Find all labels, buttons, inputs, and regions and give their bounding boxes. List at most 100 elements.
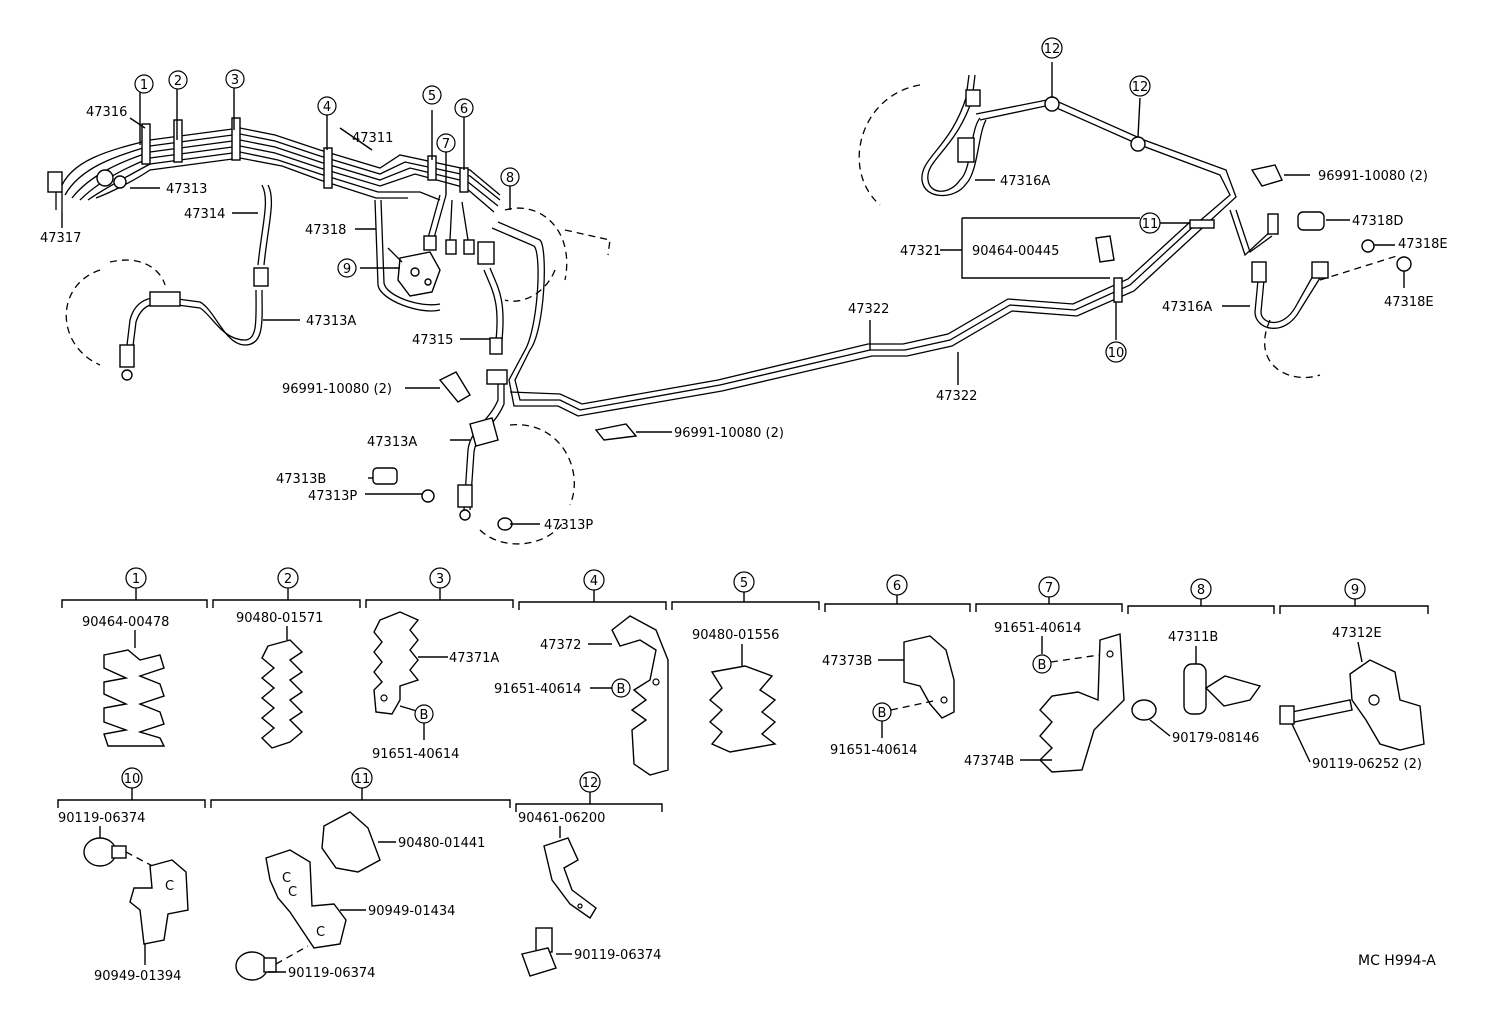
label-47313A-mid: 47313A — [367, 435, 417, 450]
master-cylinder-outline — [504, 207, 611, 302]
part-90464-00478: 90464-00478 — [82, 615, 169, 630]
detail-callouts: 1 2 3 4 5 6 7 8 9 10 11 12 — [121, 567, 1366, 793]
detail-10-parts: 90119-06374 C 90949-01394 — [58, 811, 189, 984]
proportioning-valve-assembly — [387, 241, 495, 297]
detail-callout-11: 11 — [351, 767, 373, 789]
label-47313: 47313 — [166, 182, 207, 197]
clamp-3 — [231, 117, 241, 161]
leader-lines — [61, 62, 1405, 525]
detail-callout-3: 3 — [429, 567, 451, 589]
part-47373B: 47373B — [822, 654, 872, 669]
part-91651-40614-4: 91651-40614 — [494, 682, 581, 697]
bracket-c-mark-1: C — [282, 871, 291, 886]
part-91651-40614-6: 91651-40614 — [830, 743, 917, 758]
callout-5: 5 — [422, 85, 442, 105]
svg-text:3: 3 — [436, 572, 444, 587]
label-47313B: 47313B — [276, 472, 326, 487]
callout-3: 3 — [225, 69, 245, 89]
label-47321: 47321 — [900, 244, 941, 259]
svg-text:8: 8 — [506, 171, 514, 186]
bracket-c-mark: C — [165, 879, 174, 894]
detail-callout-6: 6 — [886, 574, 908, 596]
detail-5-clamp: 90480-01556 — [692, 628, 779, 753]
detail-callout-4: 4 — [583, 569, 605, 591]
detail-3-clamp: 47371A B 91651-40614 — [372, 611, 499, 762]
svg-text:11: 11 — [354, 772, 371, 787]
clamp-12-b — [1130, 136, 1146, 152]
part-90480-01571: 90480-01571 — [236, 611, 323, 626]
svg-text:9: 9 — [1351, 583, 1359, 598]
part-90119-06374-10: 90119-06374 — [58, 811, 145, 826]
callout-9: 9 — [337, 258, 357, 278]
clamp-6 — [459, 167, 469, 193]
svg-text:12: 12 — [582, 776, 599, 791]
detail-11-parts: 90480-01441 C C C 90949-01434 90119-0637… — [235, 811, 485, 981]
svg-text:5: 5 — [428, 89, 436, 104]
bracket-c-mark-2: C — [288, 885, 297, 900]
clip-left — [438, 371, 471, 403]
clamp-12-a — [1044, 96, 1060, 112]
detail-4-bracket: 47372 91651-40614 B — [494, 615, 669, 776]
part-90480-01556: 90480-01556 — [692, 628, 779, 643]
svg-text:12: 12 — [1044, 42, 1061, 57]
detail-1-clamp: 90464-00478 — [82, 615, 169, 747]
callout-6: 6 — [454, 98, 474, 118]
tube-47315 — [483, 267, 504, 355]
clips-main — [372, 164, 1283, 503]
label-47316: 47316 — [86, 105, 127, 120]
svg-text:6: 6 — [893, 579, 901, 594]
part-90119-06374-11: 90119-06374 — [288, 966, 375, 981]
part-47312E: 47312E — [1332, 626, 1382, 641]
clip-right — [1250, 164, 1283, 187]
svg-text:5: 5 — [740, 576, 748, 591]
callout-12-b: 12 — [1129, 75, 1151, 97]
svg-text:3: 3 — [231, 73, 239, 88]
detail-callout-8: 8 — [1190, 578, 1212, 600]
detail-7-bracket: 91651-40614 B 47374B — [964, 621, 1125, 773]
svg-text:12: 12 — [1132, 80, 1149, 95]
bolt-marker-4: B — [617, 682, 626, 697]
callout-7: 7 — [436, 133, 456, 153]
label-clip-left: 96991-10080 (2) — [282, 382, 392, 397]
part-47371A: 47371A — [449, 651, 499, 666]
svg-text:6: 6 — [460, 102, 468, 117]
bolt-marker-6: B — [878, 706, 887, 721]
detail-callout-1: 1 — [125, 567, 147, 589]
clamp-4 — [323, 147, 333, 189]
label-47316A-right: 47316A — [1162, 300, 1212, 315]
front-tube-bundle — [47, 117, 501, 312]
rear-brake-lines-47322 — [491, 96, 1279, 417]
detail-callout-2: 2 — [277, 567, 299, 589]
clamp-1 — [141, 123, 151, 165]
detail-callout-5: 5 — [733, 571, 755, 593]
part-47374B: 47374B — [964, 754, 1014, 769]
bolt-marker-3: B — [420, 708, 429, 723]
detail-brackets — [57, 588, 1429, 812]
front-left-brake-outline — [65, 259, 263, 381]
detail-callout-10: 10 — [121, 767, 143, 789]
detail-callout-7: 7 — [1038, 576, 1060, 598]
callout-1: 1 — [134, 74, 154, 94]
part-90179-08146: 90179-08146 — [1172, 731, 1259, 746]
main-callouts: 1 2 3 4 5 6 7 8 9 10 11 12 12 — [134, 37, 1161, 363]
svg-text:7: 7 — [1045, 581, 1053, 596]
callout-12-a: 12 — [1041, 37, 1063, 59]
detail-callout-9: 9 — [1344, 578, 1366, 600]
detail-callout-12: 12 — [579, 771, 601, 793]
diagram-code: MC H994-A — [1358, 953, 1436, 969]
label-47322-b: 47322 — [936, 389, 977, 404]
part-47372: 47372 — [540, 638, 581, 653]
clamp-2 — [173, 119, 183, 163]
svg-text:9: 9 — [343, 262, 351, 277]
part-90461-06200: 90461-06200 — [518, 811, 605, 826]
svg-text:1: 1 — [140, 78, 148, 93]
part-90949-01434: 90949-01434 — [368, 904, 455, 919]
main-part-labels: 47316 47313 47317 47314 47311 47318 4731… — [40, 105, 1448, 969]
detail-12-parts: 90461-06200 90119-06374 — [518, 811, 661, 977]
svg-text:11: 11 — [1142, 217, 1159, 232]
svg-text:10: 10 — [1108, 346, 1125, 361]
detail-9-parts: 47312E 90119-06252 (2) — [1279, 626, 1425, 772]
bracket-c-mark-3: C — [316, 925, 325, 940]
label-47316A-top: 47316A — [1000, 174, 1050, 189]
clamp-10 — [1113, 277, 1123, 303]
